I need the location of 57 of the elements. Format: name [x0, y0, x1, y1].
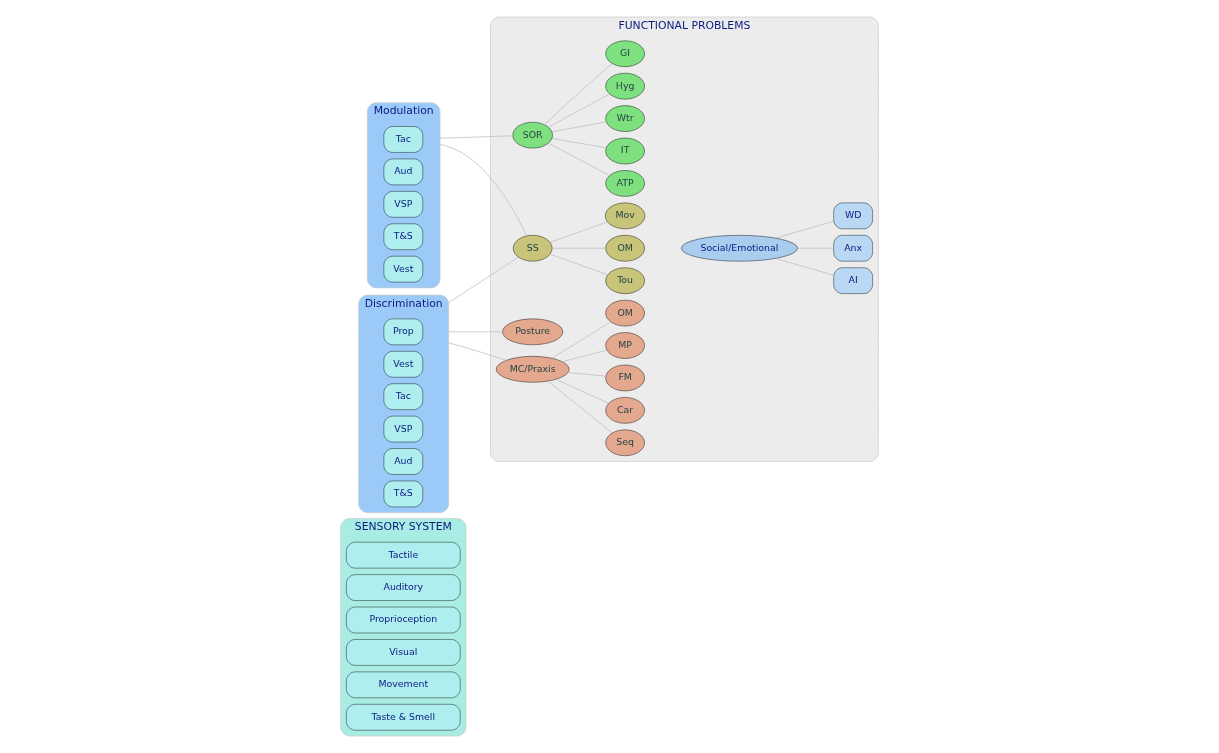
- connector: [551, 138, 607, 149]
- node-box: Visual: [346, 639, 461, 666]
- node-box: Tac: [383, 383, 423, 410]
- node-box: Anx: [833, 235, 873, 262]
- node-box: T&S: [383, 223, 423, 250]
- connector: [562, 349, 608, 363]
- connector: [448, 256, 519, 303]
- node-ellipse: Tou: [605, 267, 645, 294]
- node-ellipse: Wtr: [605, 105, 645, 132]
- node-ellipse: MP: [605, 332, 645, 359]
- node-box: Aud: [383, 448, 423, 475]
- connector: [448, 342, 507, 361]
- connector: [439, 143, 527, 237]
- node-ellipse: Social/Emotional: [681, 235, 798, 262]
- node-box: Movement: [346, 671, 461, 699]
- node-box: Taste & Smell: [346, 704, 461, 731]
- node-ellipse: SS: [513, 235, 553, 262]
- connector: [551, 321, 611, 359]
- connector: [549, 253, 608, 276]
- node-box: Tactile: [346, 542, 461, 569]
- node-box: VSP: [383, 191, 423, 218]
- node-ellipse: Posture: [502, 318, 564, 345]
- node-box: T&S: [383, 480, 423, 508]
- connector: [551, 121, 607, 133]
- connector: [775, 258, 834, 276]
- connector: [555, 379, 610, 404]
- connector: [549, 221, 608, 243]
- node-box: VSP: [383, 415, 423, 443]
- connector: [448, 331, 503, 333]
- connector: [548, 93, 610, 128]
- connector: [775, 220, 834, 239]
- node-box: Tac: [383, 126, 423, 153]
- node-box: Auditory: [346, 574, 461, 601]
- node-box: Aud: [383, 158, 423, 186]
- node-ellipse: IT: [605, 137, 645, 165]
- node-ellipse: OM: [605, 299, 645, 327]
- connector: [439, 135, 513, 139]
- connector: [547, 380, 613, 434]
- node-ellipse: FM: [605, 364, 645, 392]
- node-box: Vest: [383, 255, 423, 283]
- node-ellipse: Car: [605, 397, 645, 424]
- connector: [567, 372, 606, 377]
- node-ellipse: GI: [605, 40, 645, 67]
- node-box: Vest: [383, 351, 423, 378]
- node-ellipse: OM: [605, 235, 645, 262]
- node-ellipse: ATP: [605, 170, 645, 197]
- node-ellipse: Mov: [605, 202, 646, 230]
- node-box: AI: [833, 267, 873, 294]
- node-ellipse: Hyg: [605, 72, 645, 100]
- node-ellipse: MC/Praxis: [496, 356, 570, 383]
- node-box: Proprioception: [346, 606, 461, 634]
- node-box: WD: [833, 202, 873, 230]
- node-box: Prop: [383, 318, 423, 345]
- node-ellipse: Seq: [605, 429, 645, 456]
- connector: [548, 142, 610, 176]
- connector: [544, 63, 613, 125]
- node-ellipse: SOR: [512, 121, 553, 149]
